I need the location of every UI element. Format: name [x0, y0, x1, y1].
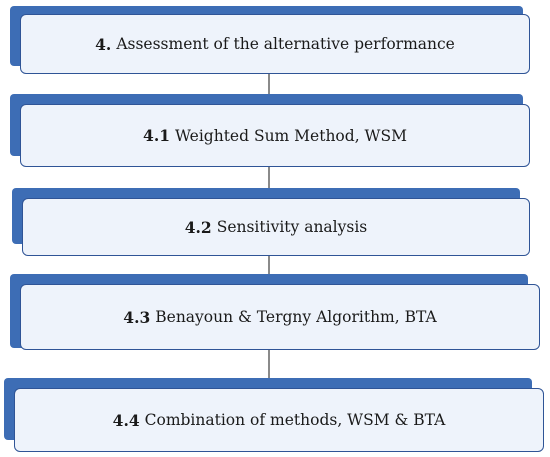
step-4-3-label: Benayoun & Tergny Algorithm, BTA [155, 308, 437, 326]
step-4-4-label: Combination of methods, WSM & BTA [144, 411, 446, 429]
step-4-1-box: 4.1 Weighted Sum Method, WSM [20, 104, 530, 167]
step-4-box: 4. Assessment of the alternative perform… [20, 14, 530, 74]
step-4-number: 4. [95, 34, 112, 54]
step-4-3-number: 4.3 [123, 307, 151, 327]
step-4-1-number: 4.1 [143, 126, 170, 145]
step-4: 4. Assessment of the alternative perform… [10, 6, 530, 76]
step-4-2: 4.2 Sensitivity analysis [12, 188, 530, 258]
step-4-3: 4.3 Benayoun & Tergny Algorithm, BTA [10, 274, 540, 350]
step-4-2-label: Sensitivity analysis [216, 218, 368, 236]
step-4-4: 4.4 Combination of methods, WSM & BTA [4, 378, 544, 452]
connector-1-2 [268, 72, 270, 96]
step-4-1: 4.1 Weighted Sum Method, WSM [10, 94, 530, 168]
connector-3-4 [268, 255, 270, 275]
step-4-4-box: 4.4 Combination of methods, WSM & BTA [14, 388, 544, 452]
step-4-2-number: 4.2 [184, 217, 212, 237]
connector-2-3 [268, 166, 270, 190]
connector-4-5 [268, 348, 270, 380]
step-4-label: Assessment of the alternative performanc… [116, 35, 455, 53]
step-4-4-number: 4.4 [112, 410, 140, 430]
step-4-3-box: 4.3 Benayoun & Tergny Algorithm, BTA [20, 284, 540, 350]
step-4-1-label: Weighted Sum Method, WSM [175, 126, 407, 145]
step-4-2-box: 4.2 Sensitivity analysis [22, 198, 530, 256]
